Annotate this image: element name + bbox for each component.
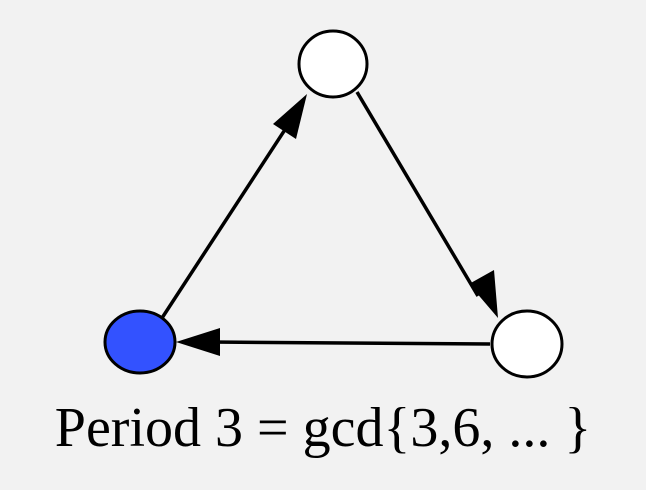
arrowhead-bottom-left	[176, 328, 220, 356]
arrowhead-bottom-right	[469, 270, 498, 318]
arrowhead-top	[273, 94, 307, 139]
edges	[160, 91, 491, 346]
period-caption: Period 3 = gcd{3,6, ... }	[54, 397, 592, 459]
edge-bottom-left-to-top	[160, 124, 290, 319]
node-bottom-left	[103, 309, 177, 375]
edge-bottom-right-to-bottom-left	[209, 340, 491, 346]
nodes	[103, 29, 564, 379]
arrowheads	[176, 94, 498, 356]
node-bottom-right	[490, 309, 564, 379]
edge-top-to-bottom-right	[355, 91, 480, 297]
node-top	[297, 29, 369, 99]
